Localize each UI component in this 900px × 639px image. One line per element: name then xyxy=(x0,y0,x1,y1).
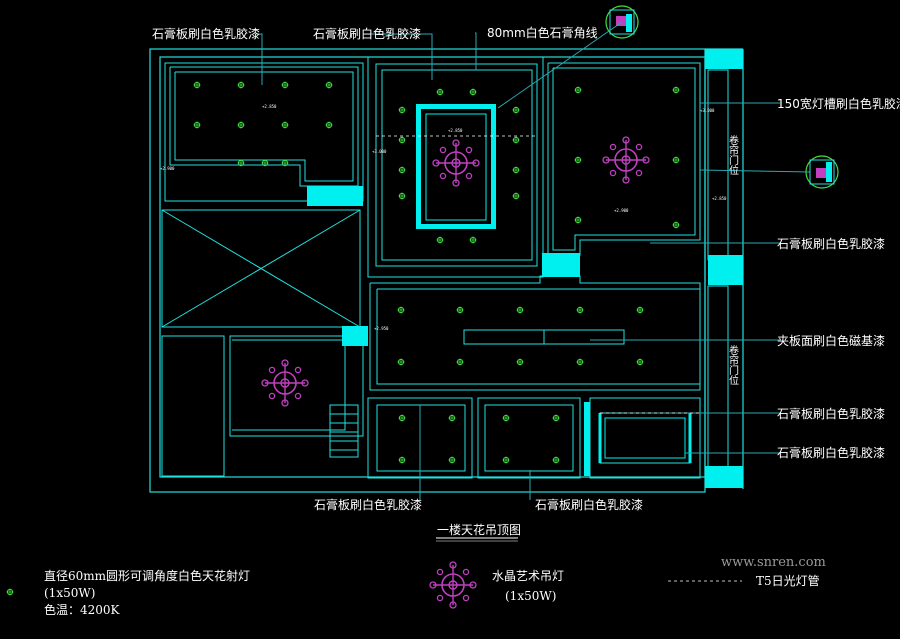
label-bottom-mid: 石膏板刷白色乳胶漆 xyxy=(535,497,643,512)
svg-text:+2.850: +2.850 xyxy=(262,104,277,109)
legend-spotlight-icon xyxy=(6,588,14,596)
columns xyxy=(307,49,743,488)
svg-text:+2.900: +2.900 xyxy=(614,208,629,213)
watermark: www.snren.com xyxy=(721,555,826,570)
label-door-lower: 卷帘门位 xyxy=(727,344,739,385)
cornice-band xyxy=(416,104,496,229)
legend-spot-line1: 直径60mm圆形可调角度白色天花射灯 xyxy=(44,568,250,583)
label-top-left: 石膏板刷白色乳胶漆 xyxy=(152,26,260,41)
label-right-5: 石膏板刷白色乳胶漆 xyxy=(777,445,885,460)
label-right-4: 石膏板刷白色乳胶漆 xyxy=(777,406,885,421)
legend-tube-label: T5日光灯管 xyxy=(756,573,820,588)
label-top-mid: 石膏板刷白色乳胶漆 xyxy=(313,26,421,41)
legend-chandelier-line2: (1x50W) xyxy=(505,589,556,603)
drawing-title: 一楼天花吊顶图 xyxy=(437,522,521,537)
chandelier-icon xyxy=(602,136,650,184)
label-door-upper: 卷帘门位 xyxy=(727,134,739,175)
legend-spot-line2: (1x50W) xyxy=(44,586,95,600)
svg-text:+3.000: +3.000 xyxy=(372,149,387,154)
building-outline xyxy=(149,48,744,493)
svg-text:+3.000: +3.000 xyxy=(700,108,715,113)
elevation-tags: +2.850 +2.900 +3.000 +2.850 +2.900 +3.00… xyxy=(160,104,727,331)
svg-text:+2.900: +2.900 xyxy=(160,166,175,171)
chandelier-icon xyxy=(432,139,480,187)
room-bottom-row xyxy=(367,397,701,479)
detail-marker-right xyxy=(805,155,839,189)
svg-text:+2.950: +2.950 xyxy=(374,326,389,331)
label-right-3: 夹板面刷白色磁基漆 xyxy=(777,333,885,348)
legend-chandelier-line1: 水晶艺术吊灯 xyxy=(492,569,564,583)
legend-spot-line3: 色温：4200K xyxy=(44,603,121,617)
room-bottom-left xyxy=(161,335,364,477)
room-top-left xyxy=(164,62,364,202)
label-right-1: 150宽灯槽刷白色乳胶漆 xyxy=(777,96,900,111)
void-area xyxy=(161,209,361,328)
room-center-mid xyxy=(369,275,701,391)
label-top-cornice: 80mm白色石膏角线 xyxy=(487,25,598,40)
label-bottom-left: 石膏板刷白色乳胶漆 xyxy=(314,497,422,512)
label-right-2: 石膏板刷白色乳胶漆 xyxy=(777,236,885,251)
legend-chandelier-icon xyxy=(429,561,477,609)
chandelier-icon xyxy=(261,359,309,407)
svg-text:+2.850: +2.850 xyxy=(448,128,463,133)
spotlights xyxy=(193,81,680,464)
svg-text:+2.850: +2.850 xyxy=(712,196,727,201)
t5-lines xyxy=(376,135,700,414)
detail-marker-top xyxy=(605,5,639,39)
